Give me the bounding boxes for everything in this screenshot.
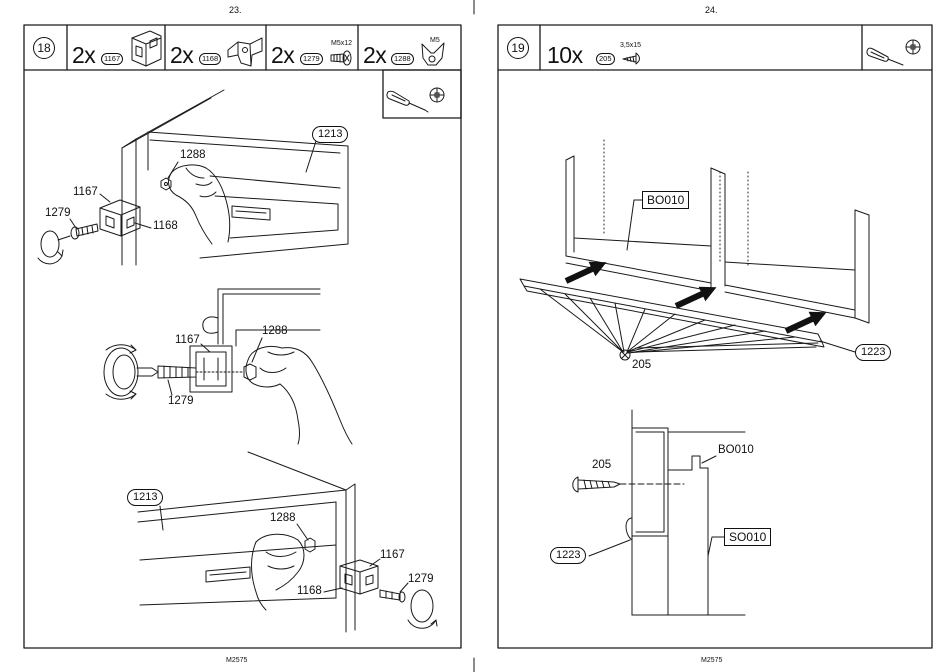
part-id: 1168 — [199, 53, 221, 65]
part-id: 1167 — [101, 53, 123, 65]
bolt-icon — [331, 51, 351, 65]
callout: 1288 — [262, 326, 288, 338]
document-code: M2575 — [701, 657, 722, 664]
callout: 1167 — [73, 187, 98, 199]
part-id: 1279 — [300, 53, 323, 65]
callout: 1279 — [408, 574, 434, 586]
part-id: 1288 — [391, 53, 414, 65]
callout: BO010 — [718, 445, 754, 457]
part-id: 205 — [596, 53, 615, 65]
part-quantity: 2x — [271, 44, 294, 67]
phillips-head-icon — [430, 88, 444, 102]
wing-nut-icon — [422, 43, 444, 65]
callout: 1213 — [312, 126, 348, 143]
page-number: 24. — [705, 6, 718, 15]
figure-18-b — [104, 289, 352, 444]
callout: 1167 — [380, 550, 405, 562]
part-quantity: 10x — [547, 44, 583, 67]
callout: 1288 — [270, 513, 296, 525]
callout: 1168 — [297, 586, 322, 598]
callout: 1223 — [550, 547, 586, 564]
part-size: 3,5x15 — [620, 42, 641, 49]
callout: 1223 — [855, 344, 891, 361]
screwdriver-icon — [867, 48, 903, 65]
callout: 1213 — [127, 489, 163, 506]
step-number: 18 — [33, 37, 55, 59]
figure-18-c — [138, 452, 437, 632]
figure-19-b — [573, 410, 745, 615]
callout: BO010 — [642, 191, 689, 209]
figure-19-a — [520, 140, 869, 360]
part-size: M5 — [430, 37, 440, 44]
phillips-head-icon — [906, 40, 920, 54]
callout: 205 — [632, 360, 651, 372]
part-size: M5x12 — [331, 40, 352, 47]
part-quantity: 2x — [170, 44, 193, 67]
callout: 1168 — [153, 221, 178, 233]
document-code: M2575 — [226, 657, 247, 664]
screw-icon — [623, 53, 640, 64]
step-number: 19 — [507, 37, 529, 59]
part-quantity: 2x — [72, 44, 95, 67]
page-number: 23. — [229, 6, 242, 15]
slide-clip-icon — [228, 38, 262, 66]
callout: 205 — [592, 460, 611, 472]
callout: 1167 — [175, 335, 200, 347]
screwdriver-icon — [387, 91, 428, 112]
callout: SO010 — [724, 528, 771, 546]
drawer-bracket-icon — [132, 31, 161, 66]
callout: 1279 — [168, 396, 194, 408]
callout: 1279 — [45, 208, 71, 220]
part-quantity: 2x — [363, 44, 386, 67]
callout: 1288 — [180, 150, 206, 162]
figure-18-a — [38, 90, 348, 265]
